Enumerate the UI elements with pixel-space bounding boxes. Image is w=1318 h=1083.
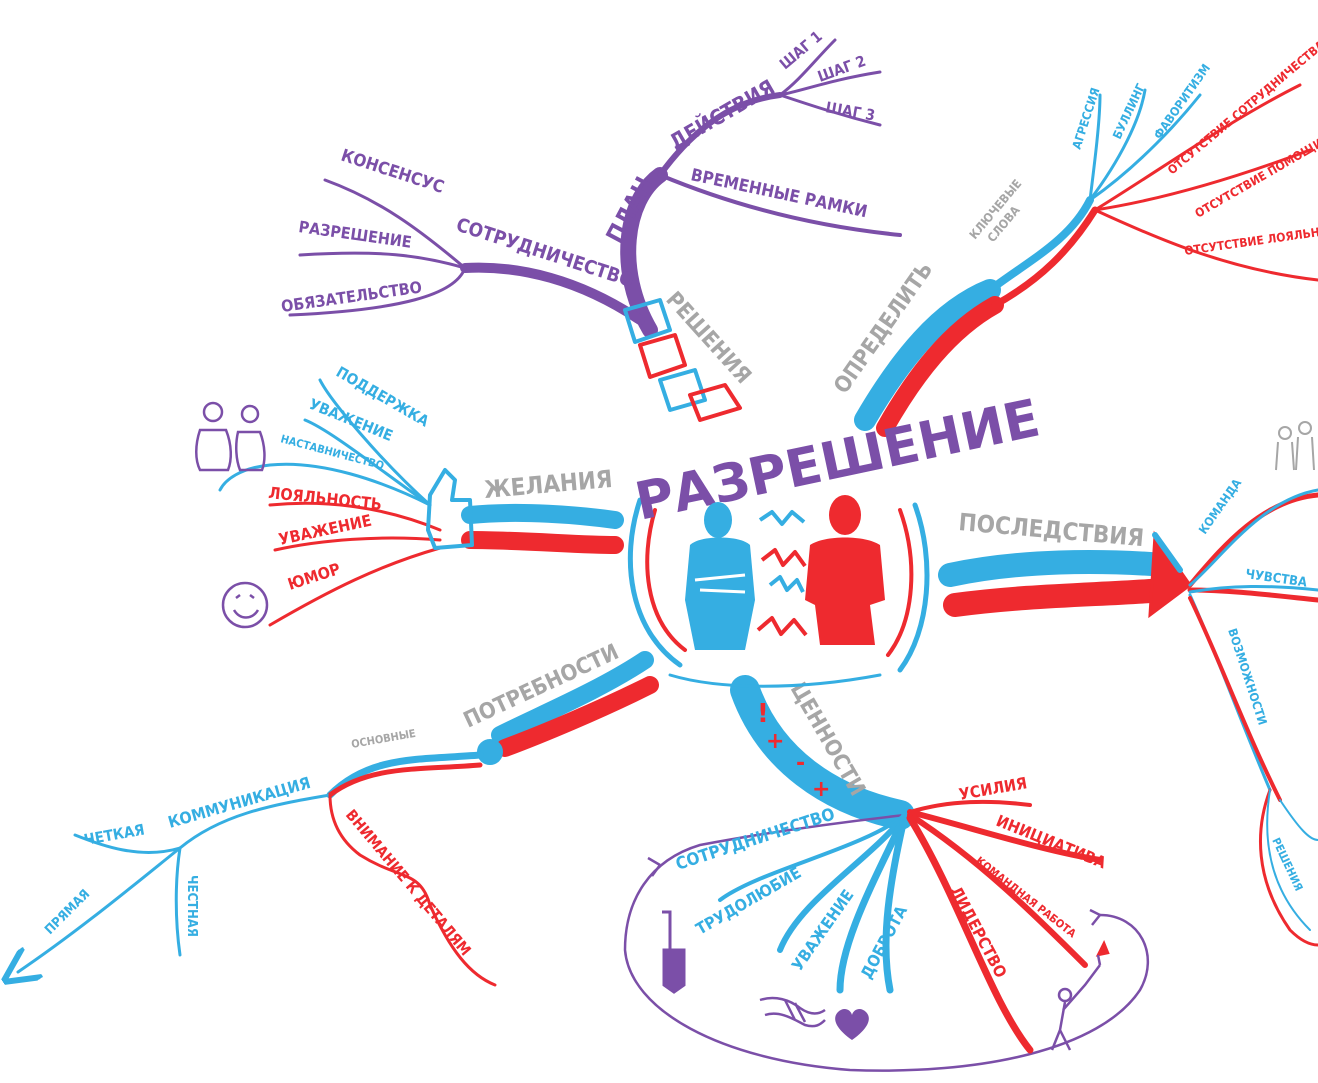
step-3: ШАГ 3: [824, 98, 876, 124]
branch-needs: [18, 660, 650, 985]
direct-label: ПРЯМАЯ: [42, 887, 93, 938]
attention-label: ВНИМАНИЕ К ДЕТАЛЯМ: [342, 806, 475, 959]
lack-loyalty-label: ОТСУТСТВИЕ ЛОЯЛЬНОСТИ: [1183, 220, 1318, 258]
shovel-icon: [662, 912, 684, 992]
loyalty-label: ЛОЯЛЬНОСТЬ: [268, 483, 383, 514]
red-person-icon: [805, 495, 885, 645]
branch-needs-labels: ПОТРЕБНОСТИ ОСНОВНЫЕ КОММУНИКАЦИЯ ЧЕТКАЯ…: [42, 640, 623, 959]
wishes-label: ЖЕЛАНИЯ: [483, 465, 614, 504]
value-cooperation-label: СОТРУДНИЧЕСТВО: [673, 804, 837, 874]
heart-icon: [835, 1009, 869, 1040]
honest-label: ЧЕСТНАЯ: [184, 875, 199, 937]
handshake-icon: [760, 998, 825, 1026]
consequence-decisions-label: РЕШЕНИЯ: [1269, 836, 1305, 893]
torch-arrow-icon: [1090, 910, 1100, 925]
arrow-icon: [648, 858, 660, 876]
plan-label: ПЛАН: [601, 172, 659, 248]
svg-text:+: +: [812, 777, 830, 802]
branch-plan-labels: ПЛАН ДЕЙСТВИЯ ШАГ 1 ШАГ 2 ШАГ 3 ВРЕМЕННЫ…: [280, 27, 877, 316]
svg-text:!: !: [757, 699, 769, 729]
consensus-label: КОНСЕНСУС: [338, 146, 446, 198]
effort-label: УСИЛИЯ: [957, 773, 1028, 804]
diligence-label: ТРУДОЛЮБИЕ: [693, 863, 805, 939]
opportunities-label: ВОЗМОЖНОСТИ: [1225, 627, 1269, 727]
team-label: КОМАНДА: [1196, 476, 1245, 537]
branch-values: [625, 690, 1148, 1071]
mentoring-label: НАСТАВНИЧЕСТВО: [279, 432, 385, 472]
plan-resolution-label: РАЗРЕШЕНИЕ: [297, 217, 412, 252]
clear-label: ЧЕТКАЯ: [83, 821, 146, 849]
step-1: ШАГ 1: [776, 27, 826, 73]
branch-define: [865, 85, 1318, 428]
basic-label: ОСНОВНЫЕ: [350, 727, 417, 751]
actions-label: ДЕЙСТВИЯ: [665, 74, 779, 154]
svg-text:-: -: [796, 751, 805, 776]
leadership-label: ЛИДЕРСТВО: [946, 883, 1010, 981]
consequences-label: ПОСЛЕДСТВИЯ: [957, 508, 1145, 552]
svg-text:+: +: [766, 729, 784, 754]
teamwork-label: КОМАНДНАЯ РАБОТА: [973, 854, 1079, 940]
bullying-label: БУЛЛИНГ: [1110, 81, 1148, 141]
conflict-zigzags: [758, 512, 806, 635]
team-icon: [1276, 422, 1314, 470]
two-people-icon: [196, 403, 264, 470]
smiley-icon: [223, 583, 267, 627]
lack-help-label: ОТСУТСТВИЕ ПОМОЩИ: [1193, 136, 1318, 221]
favoritism-label: ФАВОРИТИЗМ: [1151, 61, 1213, 141]
